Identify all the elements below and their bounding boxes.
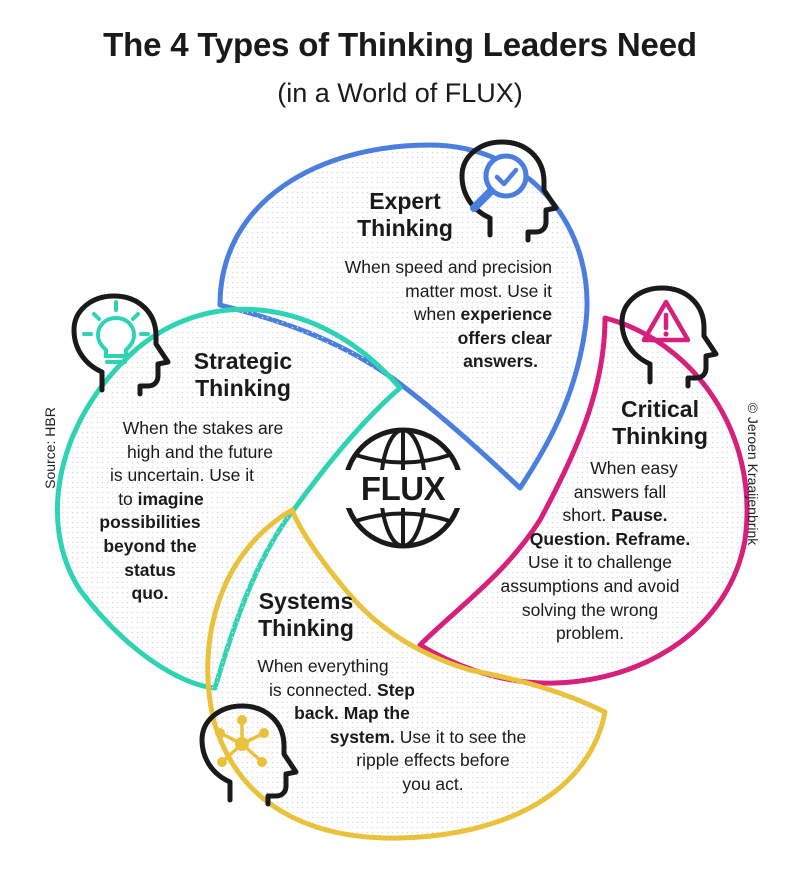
critical-heading: Critical Thinking <box>612 396 708 449</box>
expert-heading: Expert Thinking <box>357 188 453 241</box>
source-note: Source: HBR <box>42 407 58 489</box>
systems-petal <box>205 507 608 841</box>
systems-description: When everything is connected. Step back.… <box>257 656 527 794</box>
network-head-icon <box>199 703 299 807</box>
strategic-heading: Strategic Thinking <box>193 348 293 401</box>
warning-head-icon <box>619 285 719 389</box>
strategic-petal <box>54 306 403 691</box>
expert-description: When speed and precision matter most. Us… <box>344 257 552 372</box>
magnifier-check-head-icon <box>459 139 559 243</box>
globe-icon <box>340 427 466 549</box>
page-subtitle: (in a World of FLUX) <box>277 78 523 108</box>
center-flux-label: FLUX <box>360 470 446 507</box>
page-title: The 4 Types of Thinking Leaders Need <box>103 26 697 63</box>
author-credit: © Jeroen Kraaijenbrink <box>745 402 761 546</box>
strategic-description: When the stakes are high and the future … <box>99 418 284 604</box>
systems-heading: Systems Thinking <box>258 588 354 641</box>
critical-description: When easy answers fall short. Pause. Que… <box>500 458 691 644</box>
lightbulb-head-icon <box>71 293 171 397</box>
